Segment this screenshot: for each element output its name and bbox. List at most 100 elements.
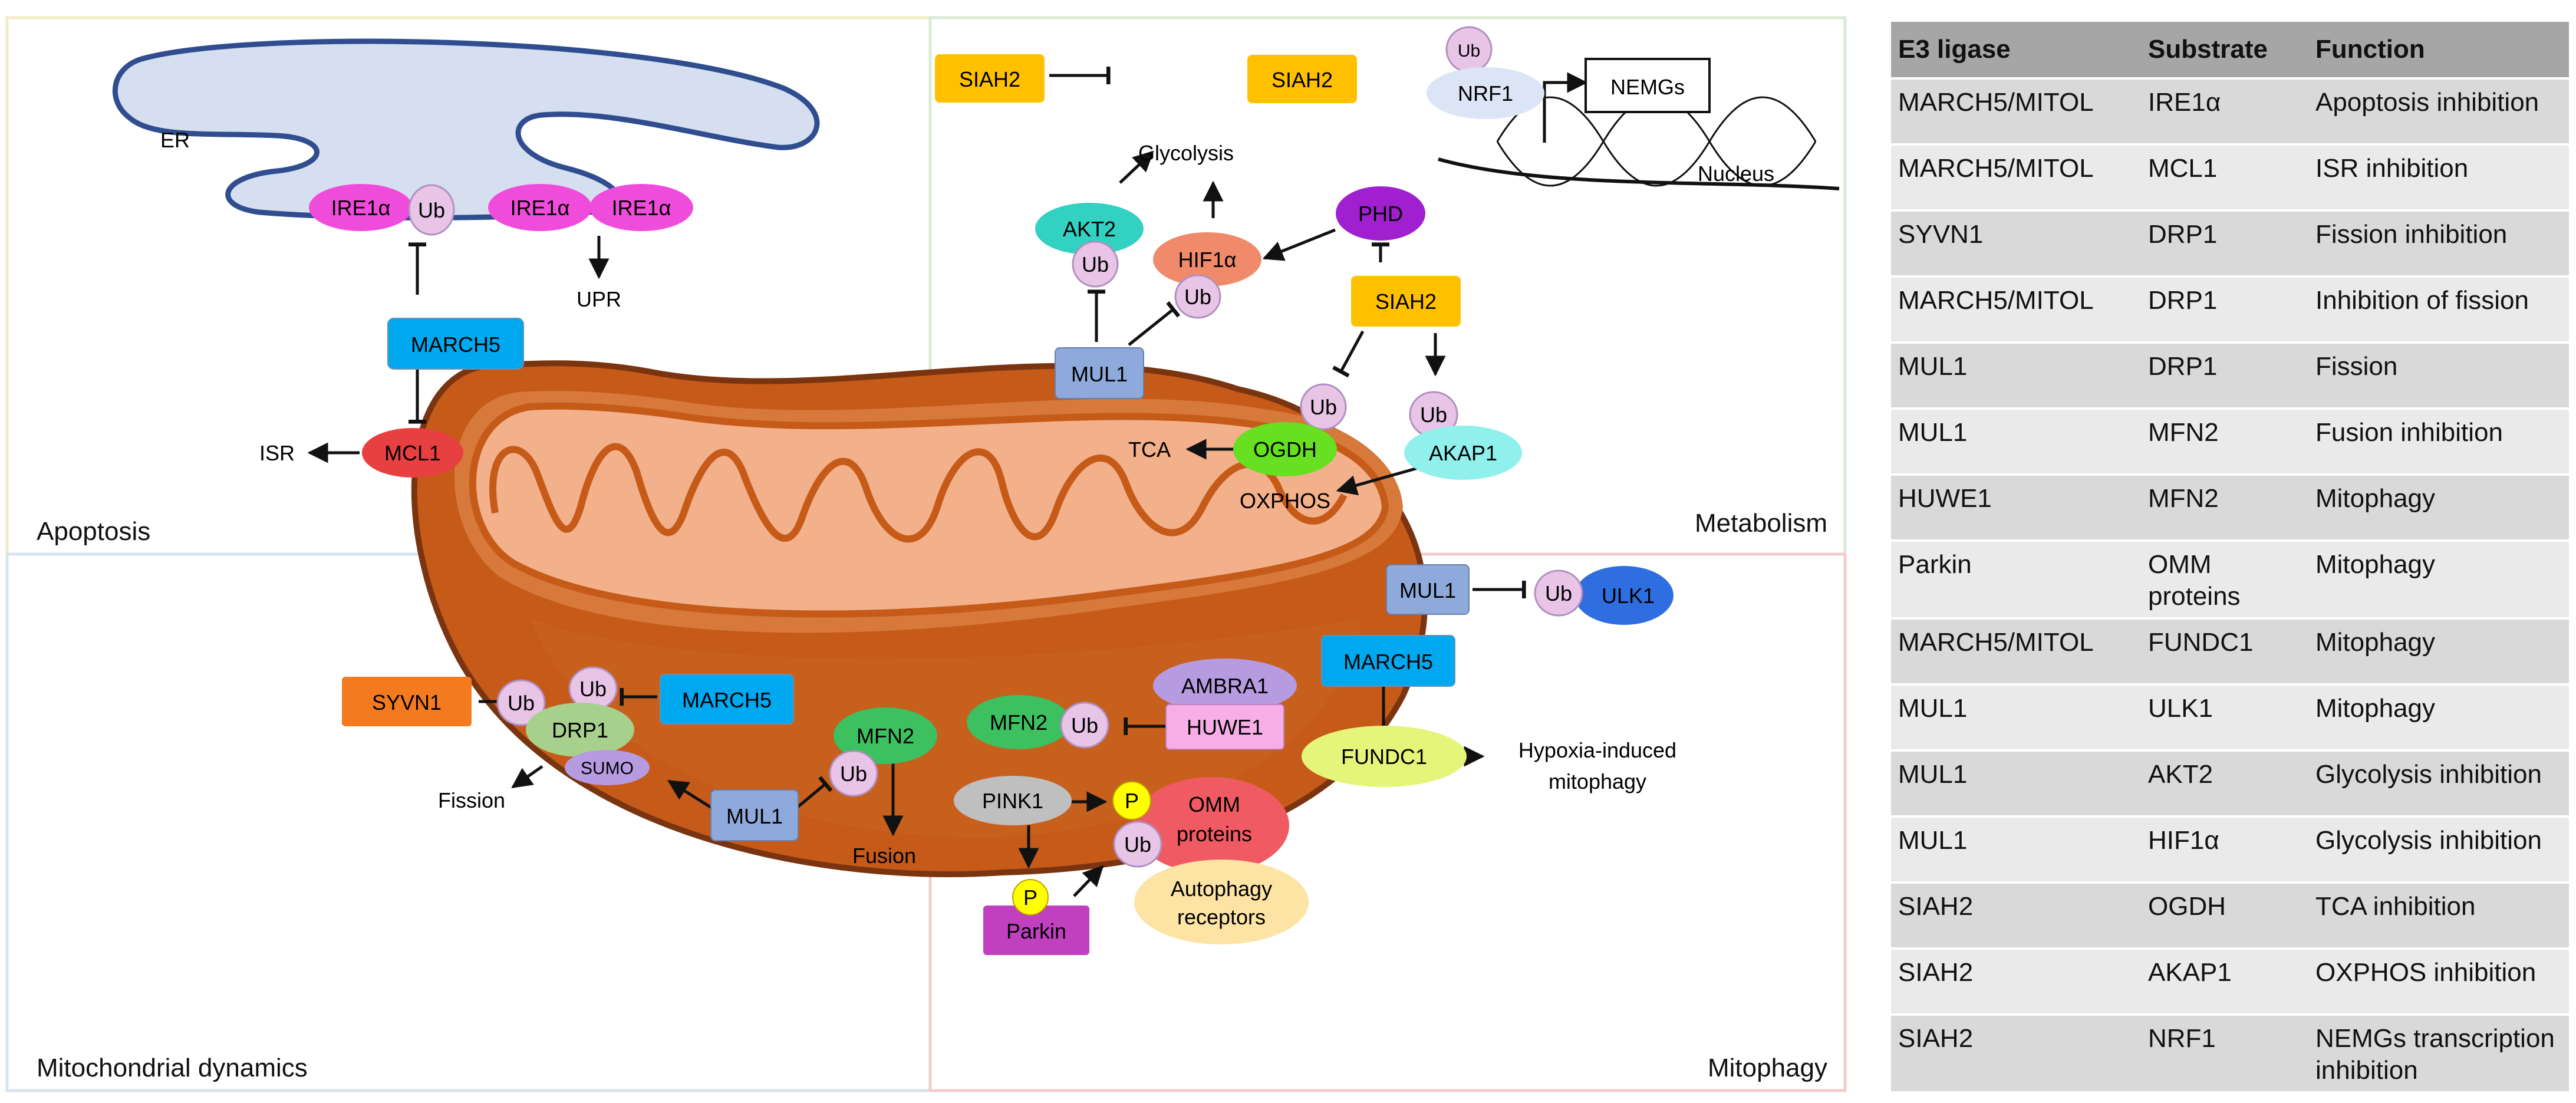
cell-function: Mitophagy <box>2308 475 2569 542</box>
node-omm-proteins: OMM proteins <box>1134 777 1289 874</box>
svg-text:MUL1: MUL1 <box>1071 362 1128 386</box>
node-mul1-metabolism: MUL1 <box>1055 347 1144 399</box>
tca-label: TCA <box>1128 437 1171 462</box>
cell-e3-ligase: SYVN1 <box>1891 210 2141 278</box>
cell-substrate: AKT2 <box>2141 750 2308 818</box>
mitophagy-label: Mitophagy <box>1708 1053 1827 1082</box>
ub-tag <box>1300 383 1347 430</box>
node-akt2: AKT2 Ub <box>1035 203 1144 288</box>
cell-e3-ligase: HUWE1 <box>1891 475 2141 542</box>
phospho-tag <box>1112 781 1151 820</box>
svg-text:MFN2: MFN2 <box>990 710 1047 735</box>
glycolysis-label: Glycolysis <box>1138 141 1234 165</box>
svg-text:Ub: Ub <box>1184 285 1211 309</box>
dna-strand-1 <box>1496 96 1817 187</box>
svg-text:MCL1: MCL1 <box>384 441 441 465</box>
ub-tag <box>1174 274 1221 319</box>
svg-text:SIAH2: SIAH2 <box>1271 68 1333 92</box>
node-march5-dynamics: MARCH5 <box>660 674 794 725</box>
svg-text:proteins: proteins <box>1177 822 1252 846</box>
cell-substrate: OMM proteins <box>2141 541 2308 620</box>
ub-tag <box>829 750 878 797</box>
dynamics-label: Mitochondrial dynamics <box>37 1053 308 1082</box>
svg-text:receptors: receptors <box>1177 905 1266 929</box>
nemgs-label: NEMGs <box>1610 75 1685 99</box>
cell-e3-ligase: SIAH2 <box>1891 1015 2141 1094</box>
fusion-label: Fusion <box>852 844 916 868</box>
svg-text:Ub: Ub <box>1071 713 1098 737</box>
node-march5-mitophagy: MARCH5 <box>1321 635 1455 687</box>
node-mcl1: MCL1 <box>362 428 463 478</box>
cell-e3-ligase: MUL1 <box>1891 343 2141 410</box>
cell-function: Fission inhibition <box>2308 210 2569 278</box>
svg-text:P: P <box>1125 789 1139 813</box>
cell-e3-ligase: MUL1 <box>1891 684 2141 752</box>
cell-e3-ligase: MARCH5/MITOL <box>1891 78 2141 146</box>
cell-e3-ligase: SIAH2 <box>1891 883 2141 950</box>
phospho-tag <box>1012 879 1049 916</box>
cell-substrate: DRP1 <box>2141 343 2308 410</box>
oxphos-label: OXPHOS <box>1240 489 1330 513</box>
svg-text:NRF1: NRF1 <box>1458 81 1513 106</box>
svg-text:SIAH2: SIAH2 <box>1375 289 1437 314</box>
ub-tag <box>1113 821 1162 868</box>
svg-text:MARCH5: MARCH5 <box>1343 650 1433 674</box>
cell-function: ISR inhibition <box>2308 144 2569 212</box>
node-mul1-mitophagy: MUL1 <box>1386 564 1470 615</box>
node-hif1a: HIF1α Ub <box>1153 232 1261 319</box>
ub-tag <box>1060 702 1109 749</box>
ub-tag <box>496 679 546 726</box>
cell-function: Fission <box>2308 343 2569 410</box>
cell-function: Mitophagy <box>2308 541 2569 620</box>
svg-text:MUL1: MUL1 <box>726 804 783 828</box>
cell-substrate: OGDH <box>2141 883 2308 950</box>
isr-label: ISR <box>259 441 295 465</box>
header-substrate: Substrate <box>2141 22 2308 80</box>
cell-substrate: NRF1 <box>2141 1015 2308 1094</box>
er-label: ER <box>160 128 190 152</box>
promoter-arrow <box>1543 72 1588 143</box>
cell-function: Glycolysis inhibition <box>2308 816 2569 884</box>
cell-function: Glycolysis inhibition <box>2308 750 2569 818</box>
nucleus: Nucleus NEMGs <box>1438 58 1840 190</box>
svg-text:Autophagy: Autophagy <box>1171 877 1272 901</box>
node-nrf1: Ub NRF1 <box>1427 26 1544 119</box>
node-siah2-nucleus: SIAH2 <box>1247 55 1357 103</box>
cell-e3-ligase: MARCH5/MITOL <box>1891 276 2141 344</box>
svg-text:DRP1: DRP1 <box>552 718 608 742</box>
svg-text:MFN2: MFN2 <box>857 724 914 748</box>
er-membrane <box>112 38 820 220</box>
cell-substrate: IRE1α <box>2141 78 2308 146</box>
cell-function: Mitophagy <box>2308 684 2569 752</box>
fission-label: Fission <box>438 788 505 812</box>
svg-text:PHD: PHD <box>1358 202 1403 226</box>
svg-text:Parkin: Parkin <box>1006 919 1066 943</box>
upr-label: UPR <box>577 287 621 311</box>
cell-e3-ligase: Parkin <box>1891 541 2141 620</box>
cell-substrate: AKAP1 <box>2141 949 2308 1016</box>
svg-text:SIAH2: SIAH2 <box>959 67 1020 91</box>
header-function: Function <box>2308 22 2569 80</box>
svg-text:Ub: Ub <box>508 691 535 715</box>
svg-text:FUNDC1: FUNDC1 <box>1341 745 1427 769</box>
cell-function: TCA inhibition <box>2308 883 2569 950</box>
cell-substrate: DRP1 <box>2141 276 2308 344</box>
svg-text:Ub: Ub <box>1458 41 1480 61</box>
node-siah2-metabolism: SIAH2 <box>1351 276 1461 327</box>
node-mfn2-mitophagy: MFN2 Ub <box>967 695 1109 749</box>
cell-substrate: FUNDC1 <box>2141 618 2308 686</box>
cell-substrate: DRP1 <box>2141 210 2308 278</box>
node-mfn2-dynamics: MFN2 Ub <box>829 707 937 797</box>
node-parkin: Parkin P <box>983 879 1089 955</box>
svg-text:Ub: Ub <box>1545 581 1572 605</box>
